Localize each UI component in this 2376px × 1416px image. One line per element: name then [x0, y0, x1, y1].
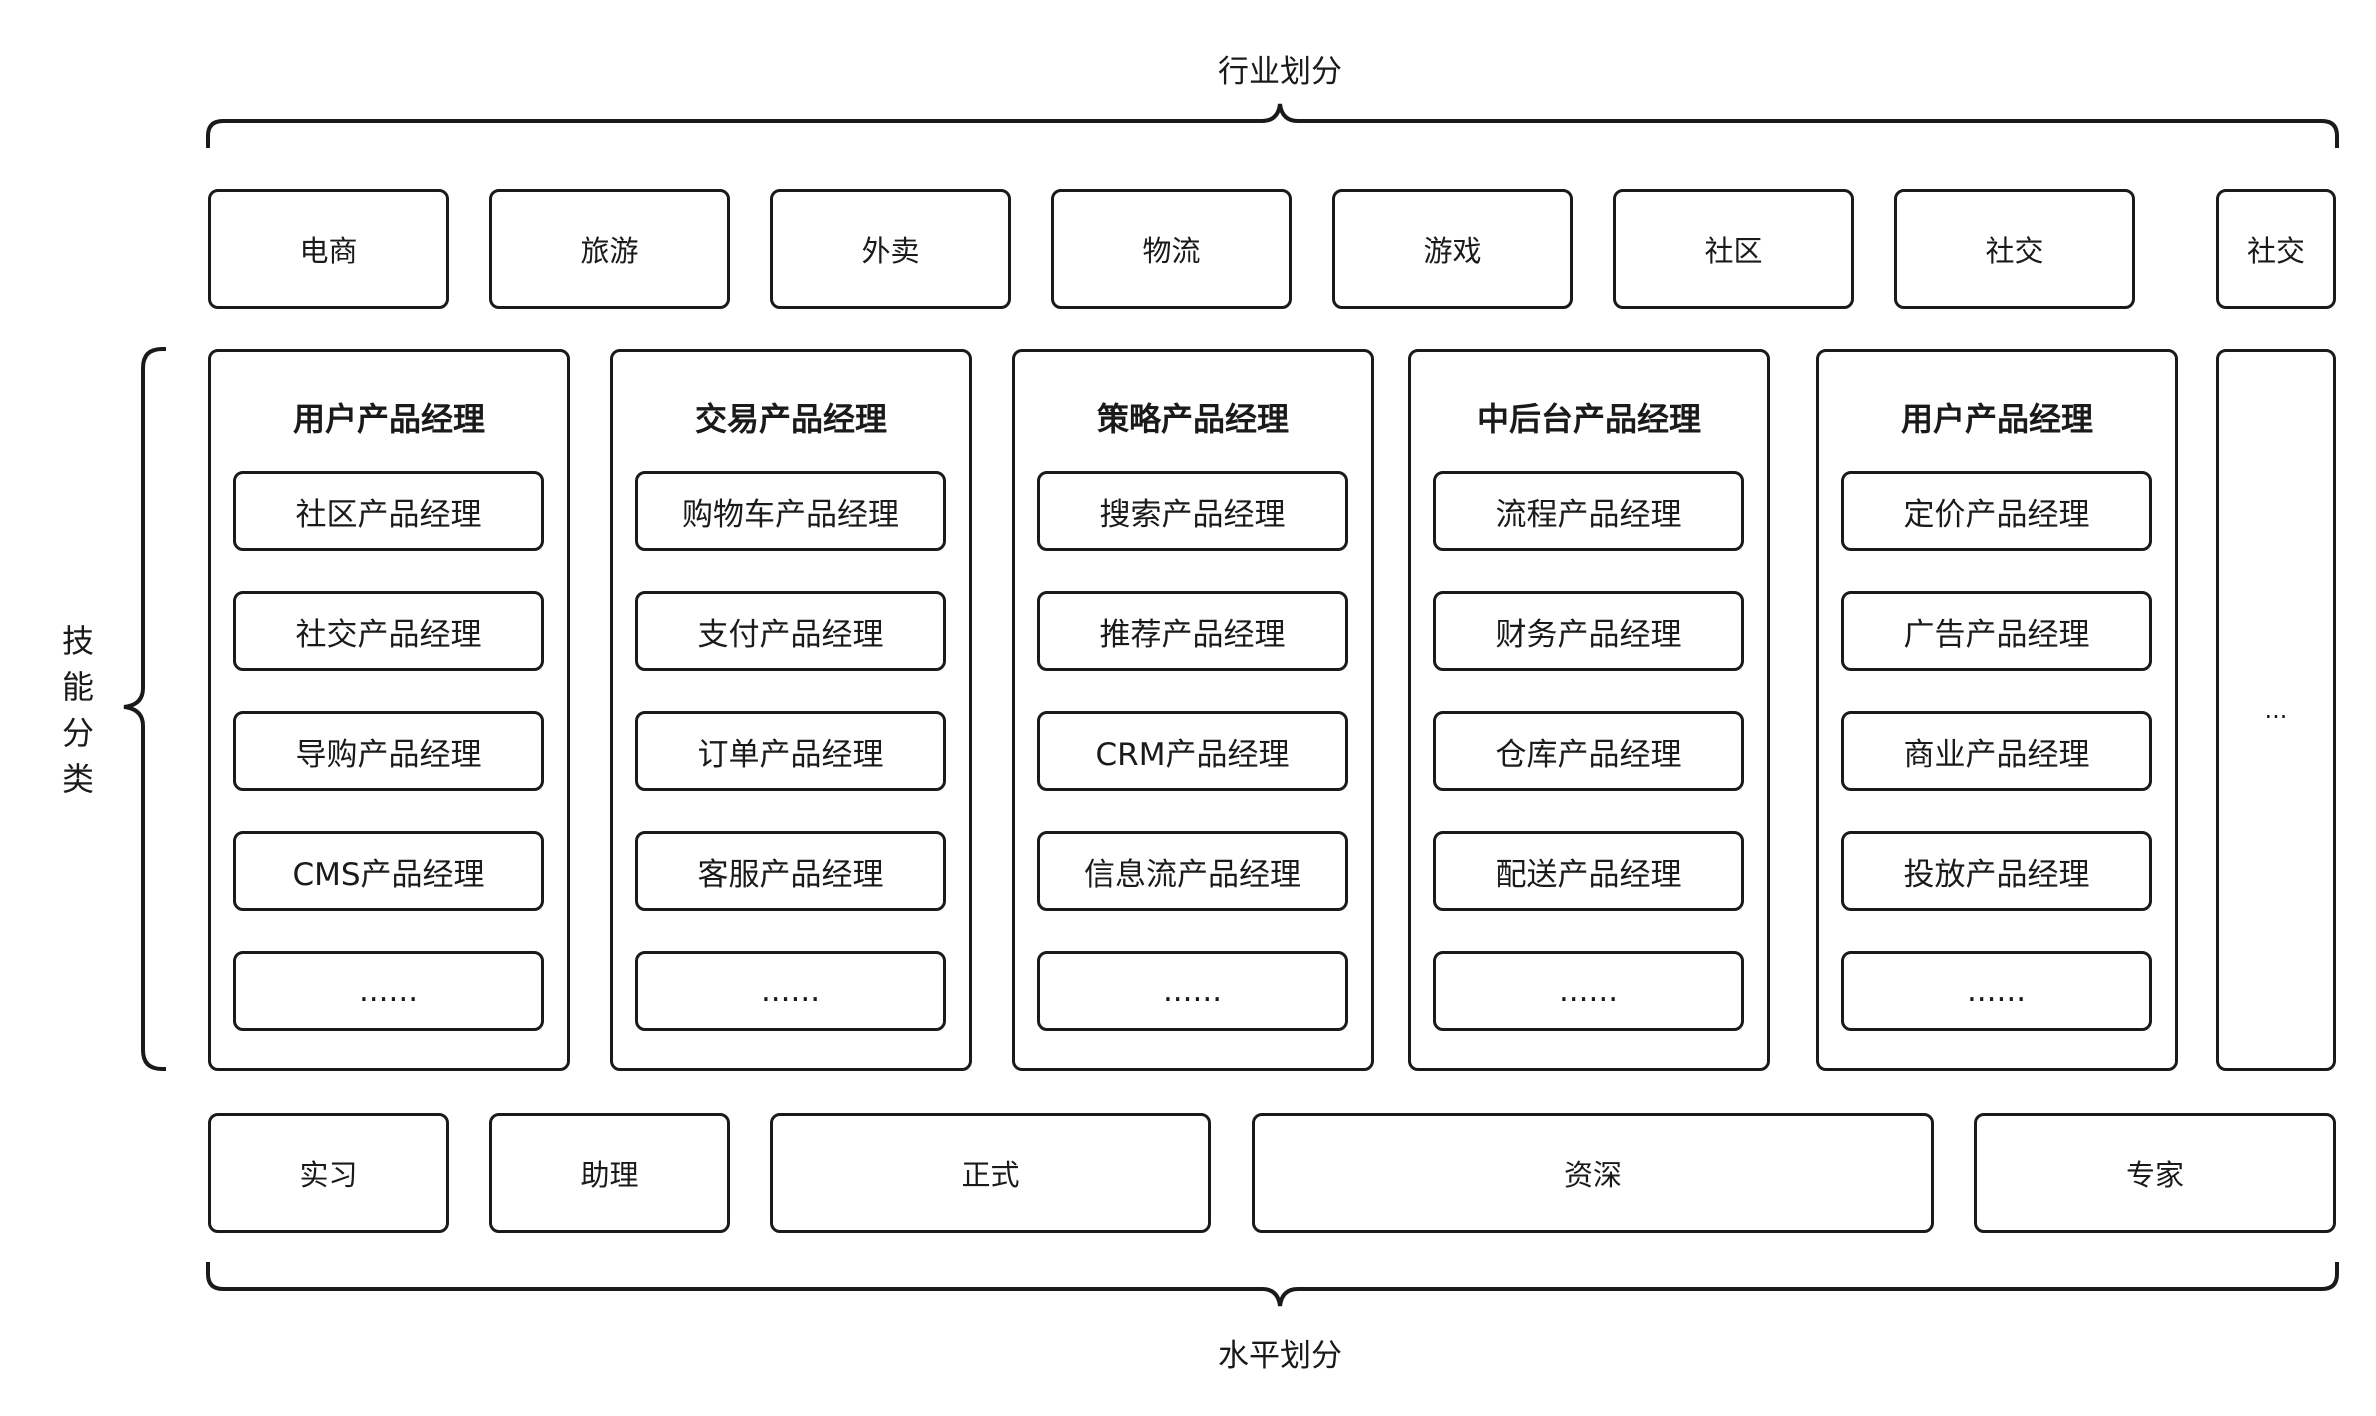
- role-label: CMS产品经理: [292, 856, 485, 893]
- industry-box[interactable]: 旅游: [489, 189, 730, 309]
- role-box[interactable]: 购物车产品经理: [635, 471, 946, 551]
- industry-box[interactable]: 物流: [1051, 189, 1292, 309]
- level-label: 助理: [580, 1158, 639, 1192]
- role-label: 客服产品经理: [697, 856, 884, 893]
- industry-label: 物流: [1142, 234, 1201, 268]
- role-box[interactable]: ......: [635, 951, 946, 1031]
- role-label: ......: [1162, 973, 1223, 1009]
- industry-box[interactable]: 社区: [1613, 189, 1854, 309]
- role-box[interactable]: 推荐产品经理: [1037, 591, 1348, 671]
- role-label: ......: [1966, 973, 2027, 1009]
- ellipsis-label: ...: [2264, 696, 2288, 724]
- role-label: 广告产品经理: [1903, 616, 2090, 653]
- skill-column-title: 用户产品经理: [292, 400, 485, 438]
- role-box[interactable]: 社区产品经理: [233, 471, 544, 551]
- role-box[interactable]: 搜索产品经理: [1037, 471, 1348, 551]
- skill-column[interactable]: 用户产品经理定价产品经理广告产品经理商业产品经理投放产品经理......: [1816, 349, 2178, 1071]
- role-label: 订单产品经理: [697, 736, 884, 773]
- level-label: 实习: [299, 1158, 358, 1192]
- role-box[interactable]: CRM产品经理: [1037, 711, 1348, 791]
- skill-column-title: 用户产品经理: [1900, 400, 2093, 438]
- role-label: 流程产品经理: [1495, 496, 1682, 533]
- level-box[interactable]: 资深: [1252, 1113, 1934, 1233]
- industry-box[interactable]: 游戏: [1332, 189, 1573, 309]
- industry-box-extra[interactable]: 社交: [2216, 189, 2336, 309]
- skill-classification-label: 技 能 分 类: [58, 618, 98, 802]
- role-box[interactable]: 信息流产品经理: [1037, 831, 1348, 911]
- skill-column-extra[interactable]: ...: [2216, 349, 2336, 1071]
- skill-label-char: 技: [61, 622, 94, 660]
- horizontal-division-label: 水平划分: [1218, 1338, 1342, 1374]
- role-box[interactable]: ......: [1841, 951, 2152, 1031]
- industry-label: 社交: [2246, 234, 2305, 268]
- skill-column[interactable]: 用户产品经理社区产品经理社交产品经理导购产品经理 CMS产品经理......: [208, 349, 570, 1071]
- role-box[interactable]: ......: [1433, 951, 1744, 1031]
- role-box[interactable]: CMS产品经理: [233, 831, 544, 911]
- role-label: ......: [1558, 973, 1619, 1009]
- role-label: 搜索产品经理: [1099, 496, 1286, 533]
- skill-label-char: 类: [61, 760, 94, 798]
- role-box[interactable]: 投放产品经理: [1841, 831, 2152, 911]
- skill-label-char: 分: [61, 714, 94, 752]
- role-box[interactable]: 订单产品经理: [635, 711, 946, 791]
- role-box[interactable]: 客服产品经理: [635, 831, 946, 911]
- role-label: 财务产品经理: [1495, 616, 1682, 653]
- industry-label: 旅游: [580, 234, 639, 268]
- industry-label: 外卖: [861, 234, 920, 268]
- role-label: 仓库产品经理: [1495, 736, 1682, 773]
- role-box[interactable]: 社交产品经理: [233, 591, 544, 671]
- role-box[interactable]: 导购产品经理: [233, 711, 544, 791]
- role-box[interactable]: 支付产品经理: [635, 591, 946, 671]
- level-box[interactable]: 助理: [489, 1113, 730, 1233]
- role-box[interactable]: 财务产品经理: [1433, 591, 1744, 671]
- industry-label: 电商: [299, 234, 358, 268]
- role-box[interactable]: 配送产品经理: [1433, 831, 1744, 911]
- level-box[interactable]: 实习: [208, 1113, 449, 1233]
- skill-column-title: 交易产品经理: [694, 400, 887, 438]
- role-box[interactable]: ......: [233, 951, 544, 1031]
- role-label: 社区产品经理: [295, 496, 482, 533]
- industry-box[interactable]: 社交: [1894, 189, 2135, 309]
- role-label: 社交产品经理: [295, 616, 482, 653]
- role-label: 定价产品经理: [1903, 496, 2090, 533]
- role-label: ......: [760, 973, 821, 1009]
- level-label: 专家: [2125, 1158, 2184, 1192]
- role-label: 推荐产品经理: [1099, 616, 1286, 653]
- role-label: 投放产品经理: [1903, 856, 2090, 893]
- level-label: 正式: [961, 1158, 1020, 1192]
- skill-label-char: 能: [61, 668, 94, 706]
- industry-label: 社区: [1704, 234, 1763, 268]
- industry-box[interactable]: 电商: [208, 189, 449, 309]
- role-box[interactable]: 广告产品经理: [1841, 591, 2152, 671]
- role-box[interactable]: 仓库产品经理: [1433, 711, 1744, 791]
- role-label: ......: [358, 973, 419, 1009]
- role-box[interactable]: 商业产品经理: [1841, 711, 2152, 791]
- industry-label: 社交: [1985, 234, 2044, 268]
- industry-label: 游戏: [1423, 234, 1482, 268]
- level-label: 资深: [1563, 1158, 1622, 1192]
- industry-box[interactable]: 外卖: [770, 189, 1011, 309]
- role-label: 信息流产品经理: [1084, 856, 1301, 893]
- skill-column-title: 中后台产品经理: [1476, 400, 1701, 438]
- role-label: 配送产品经理: [1495, 856, 1682, 893]
- skill-column[interactable]: 中后台产品经理流程产品经理财务产品经理仓库产品经理配送产品经理......: [1408, 349, 1770, 1071]
- role-label: 导购产品经理: [295, 736, 482, 773]
- role-box[interactable]: ......: [1037, 951, 1348, 1031]
- level-box[interactable]: 正式: [770, 1113, 1211, 1233]
- role-label: 购物车产品经理: [682, 496, 899, 533]
- level-box[interactable]: 专家: [1974, 1113, 2336, 1233]
- role-label: 商业产品经理: [1903, 736, 2090, 773]
- role-label: 支付产品经理: [697, 616, 884, 653]
- skill-column[interactable]: 交易产品经理购物车产品经理支付产品经理订单产品经理客服产品经理......: [610, 349, 972, 1071]
- role-box[interactable]: 定价产品经理: [1841, 471, 2152, 551]
- industry-division-label: 行业划分: [1218, 54, 1342, 90]
- skill-column[interactable]: 策略产品经理搜索产品经理推荐产品经理 CRM产品经理信息流产品经理......: [1012, 349, 1374, 1071]
- role-box[interactable]: 流程产品经理: [1433, 471, 1744, 551]
- role-label: CRM产品经理: [1095, 736, 1290, 773]
- skill-column-title: 策略产品经理: [1096, 400, 1289, 438]
